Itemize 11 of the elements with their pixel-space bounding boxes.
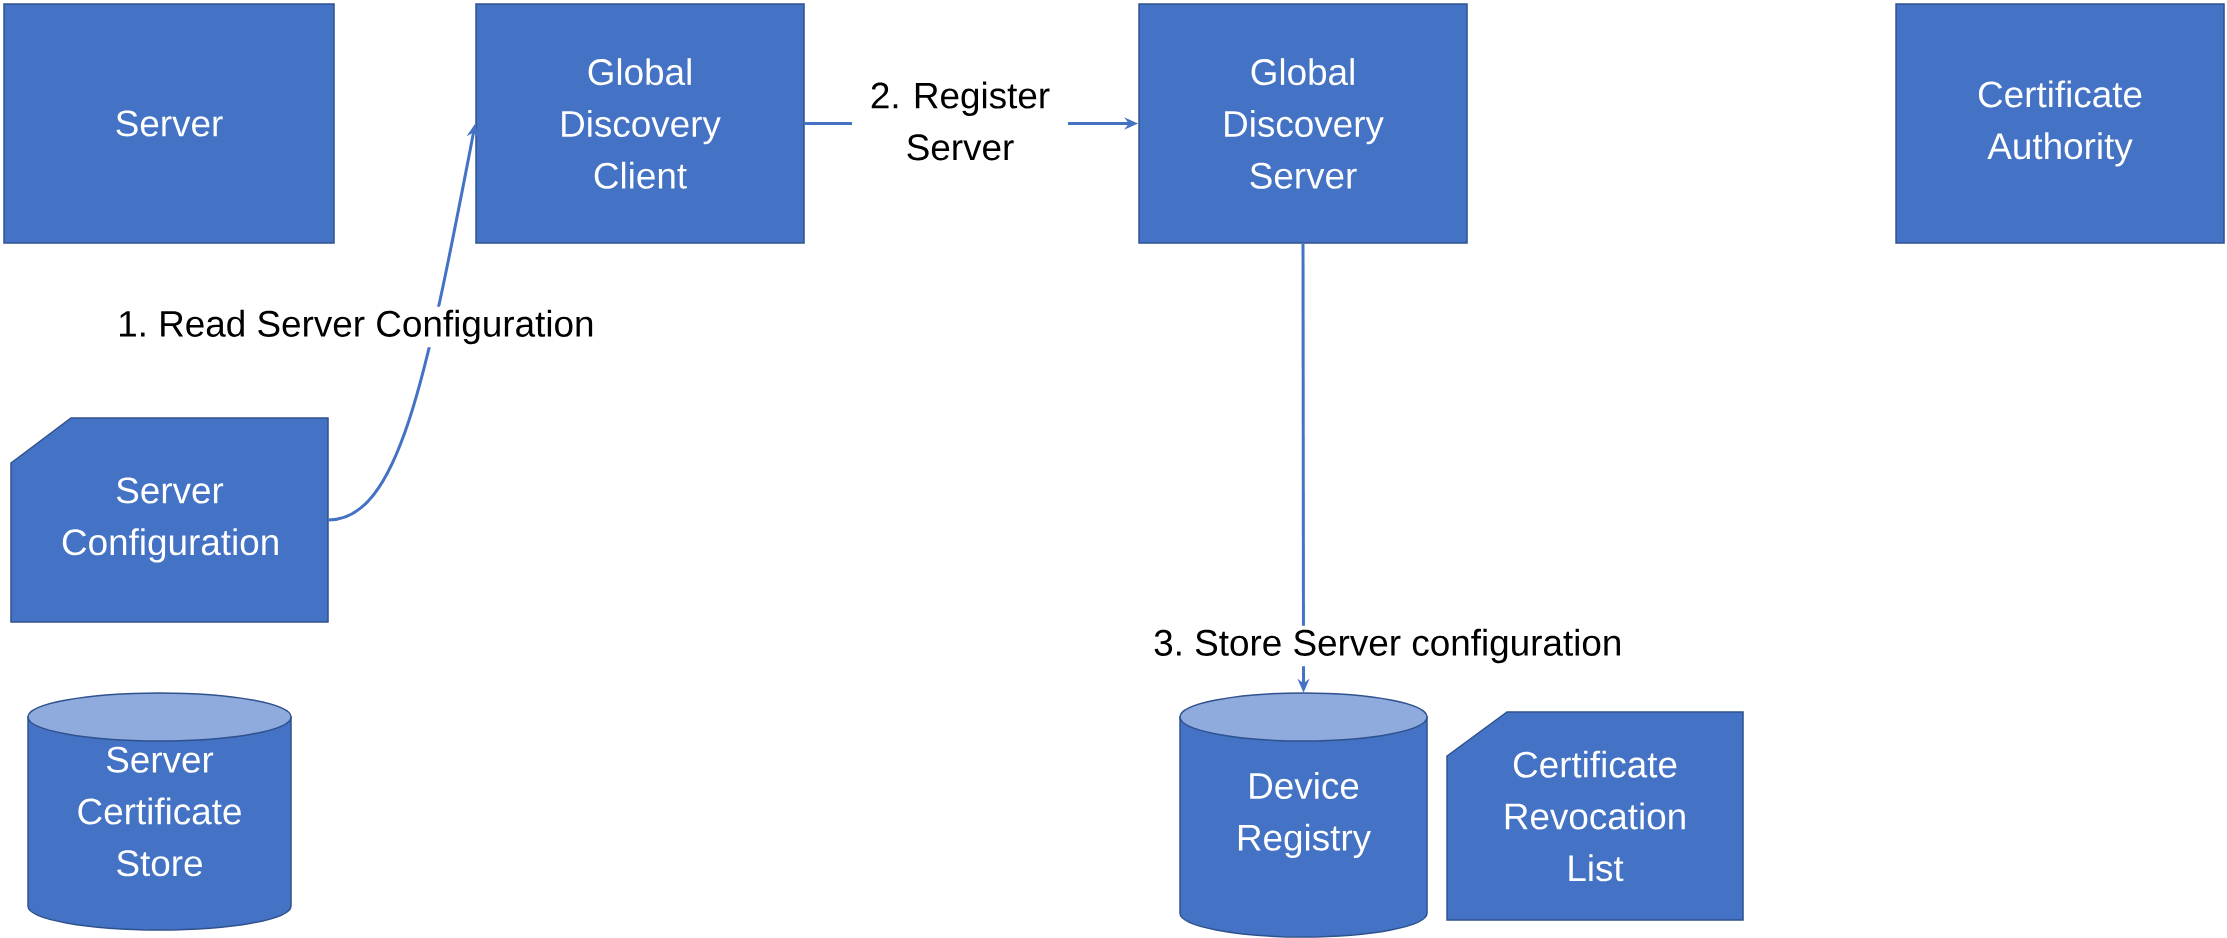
process-box: Server: [3, 3, 335, 244]
document-card: Certificate Revocation List: [1446, 711, 1744, 921]
database-cylinder: Device Registry: [1179, 692, 1428, 938]
process-box: Certificate Authority: [1895, 3, 2225, 244]
process-box: Global Discovery Server: [1138, 3, 1468, 244]
document-card: Server Configuration: [10, 417, 329, 623]
edge-label: 1. Read Server Configuration: [114, 306, 598, 348]
edge-label: 3. Store Server configuration: [1150, 625, 1626, 667]
edge-label: 2. Register Server: [852, 78, 1068, 164]
database-cylinder: Server Certificate Store: [27, 692, 292, 931]
process-box: Global Discovery Client: [475, 3, 805, 244]
